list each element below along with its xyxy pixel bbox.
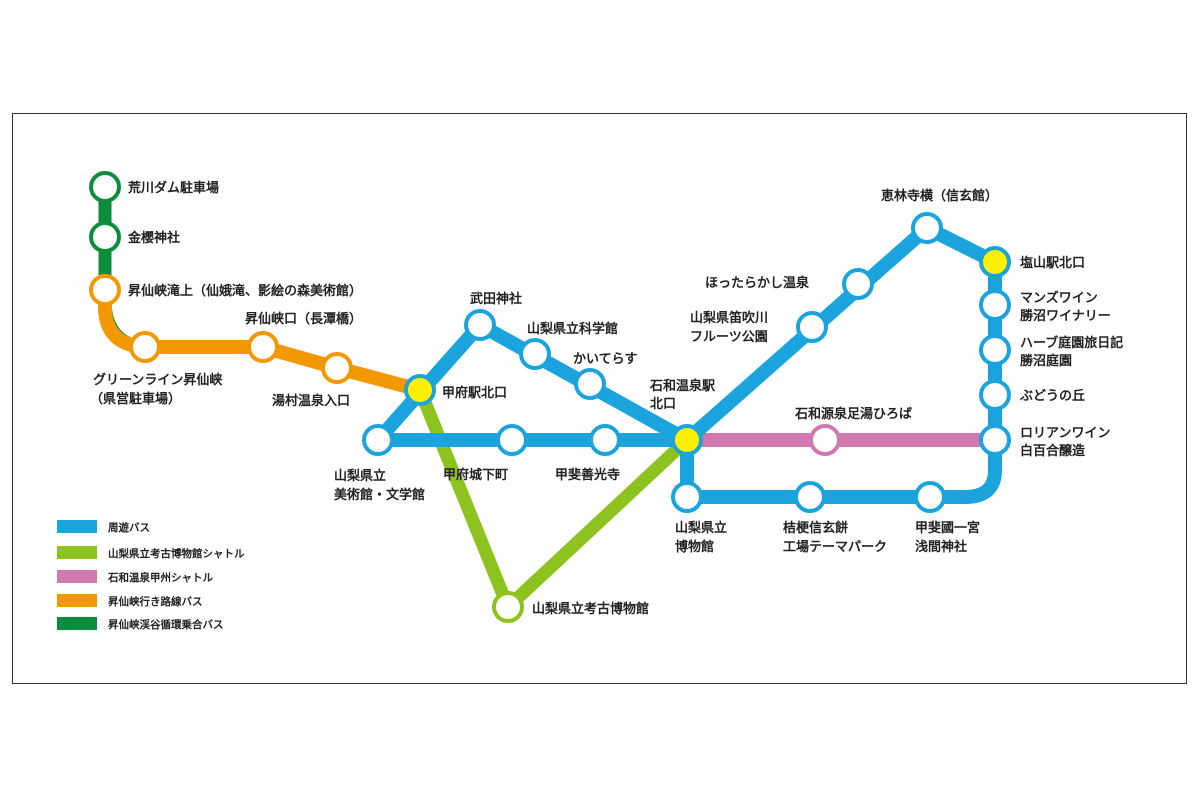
station-hottarakashi[interactable]	[842, 268, 874, 300]
label-hakubutsukan-sub: 博物館	[675, 539, 714, 555]
label-kikyo: 桔梗信玄餅	[783, 520, 848, 536]
station-bijutsukan[interactable]	[362, 424, 394, 456]
label-ichinomiya-sub: 浅間神社	[915, 539, 967, 555]
label-kaiterasu: かいてらす	[573, 352, 637, 367]
label-greenline-sub: （県営駐車場）	[90, 391, 181, 407]
label-budou: ぶどうの丘	[1019, 389, 1085, 404]
legend-swatch-kouko	[57, 546, 97, 559]
legend-swatch-route-bus	[57, 594, 97, 607]
legend-swatch-loop-bus	[57, 617, 97, 630]
label-zenkoji: 甲斐善光寺	[555, 467, 620, 483]
station-herb[interactable]	[979, 334, 1011, 366]
label-arakawa-dam: 荒川ダム駐車場	[127, 180, 219, 196]
station-shosenkyo-guchi[interactable]	[247, 331, 279, 363]
label-manns-sub: 勝沼ワイナリー	[1020, 308, 1111, 324]
label-lorient: ロリアンワイン	[1020, 426, 1110, 441]
hub-station-isawa-north[interactable]	[671, 424, 703, 456]
label-herb-sub: 勝沼庭園	[1020, 353, 1072, 369]
label-takeda: 武田神社	[470, 291, 522, 307]
station-hakubutsukan[interactable]	[671, 481, 703, 513]
station-ichinomiya[interactable]	[914, 481, 946, 513]
label-jokamachi: 甲府城下町	[443, 467, 508, 483]
station-yumura[interactable]	[321, 352, 353, 384]
station-fuefuki[interactable]	[796, 311, 828, 343]
station-kikyo[interactable]	[794, 481, 826, 513]
station-ashiyu[interactable]	[809, 424, 841, 456]
station-zenkoji[interactable]	[589, 424, 621, 456]
label-fuefuki-sub: フルーツ公園	[690, 329, 768, 345]
station-budou[interactable]	[979, 379, 1011, 411]
label-fuefuki: 山梨県笛吹川	[690, 310, 768, 326]
label-ashiyu: 石和源泉足湯ひろば	[794, 406, 912, 422]
label-bijutsukan: 山梨県立	[334, 468, 386, 484]
legend-swatch-isawa	[57, 570, 97, 583]
legend-label-route-bus: 昇仙峡行き路線バス	[108, 595, 203, 608]
station-jokamachi[interactable]	[496, 424, 528, 456]
hub-station-kofu-north[interactable]	[404, 374, 436, 406]
station-lorient[interactable]	[979, 424, 1011, 456]
legend-label-shuyu: 周遊バス	[108, 521, 150, 534]
label-lorient-sub: 白百合醸造	[1020, 443, 1086, 459]
station-kouko[interactable]	[492, 591, 524, 623]
hub-station-enzan[interactable]	[979, 246, 1011, 278]
legend-swatch-shuyu	[57, 520, 97, 533]
line-route-bus-orange	[98, 290, 422, 397]
legend-label-loop-bus: 昇仙峡渓谷循環乗合バス	[108, 618, 224, 631]
label-kanazakura: 金櫻神社	[127, 230, 180, 246]
label-greenline: グリーンライン昇仙峡	[93, 372, 223, 388]
station-manns[interactable]	[979, 289, 1011, 321]
label-yumura: 湯村温泉入口	[272, 393, 350, 409]
label-takiue: 昇仙峡滝上（仙娥滝、影絵の森美術館）	[128, 283, 362, 299]
label-isawa-north-sub: 北口	[650, 397, 676, 412]
station-kanazakura[interactable]	[89, 221, 121, 253]
legend: 周遊バス 山梨県立考古博物館シャトル 石和温泉甲州シャトル 昇仙峡行き路線バス …	[57, 520, 245, 631]
station-kaiterasu[interactable]	[574, 368, 606, 400]
label-shosenkyo-guchi: 昇仙峡口（長潭橋）	[245, 311, 362, 327]
map-frame	[12, 113, 1187, 684]
label-herb: ハーブ庭園旅日記	[1020, 335, 1123, 351]
station-greenline[interactable]	[129, 331, 161, 363]
label-kouko: 山梨県立考古博物館	[532, 601, 649, 617]
label-isawa-north: 石和温泉駅	[649, 378, 716, 394]
label-bijutsukan-sub: 美術館・文学館	[334, 487, 425, 503]
legend-label-isawa: 石和温泉甲州シャトル	[107, 571, 213, 584]
label-ichinomiya: 甲斐國一宮	[915, 520, 980, 536]
station-kagakukan[interactable]	[519, 338, 551, 370]
label-enzan: 塩山駅北口	[1020, 255, 1085, 271]
label-hakubutsukan: 山梨県立	[675, 520, 727, 536]
station-takiue[interactable]	[89, 274, 121, 306]
station-arakawa-dam[interactable]	[89, 171, 121, 203]
label-kagakukan: 山梨県立科学館	[527, 321, 618, 337]
line-shuyu-bus-east	[680, 221, 1002, 504]
station-erinji[interactable]	[911, 212, 943, 244]
label-erinji: 恵林寺横（信玄館）	[881, 188, 998, 204]
station-takeda[interactable]	[464, 309, 496, 341]
label-kofu-north: 甲府駅北口	[442, 385, 507, 401]
label-kikyo-sub: 工場テーマパーク	[783, 539, 887, 555]
label-manns: マンズワイン	[1020, 290, 1098, 306]
label-hottarakashi: ほったらかし温泉	[705, 275, 810, 291]
legend-label-kouko: 山梨県立考古博物館シャトル	[108, 547, 245, 560]
